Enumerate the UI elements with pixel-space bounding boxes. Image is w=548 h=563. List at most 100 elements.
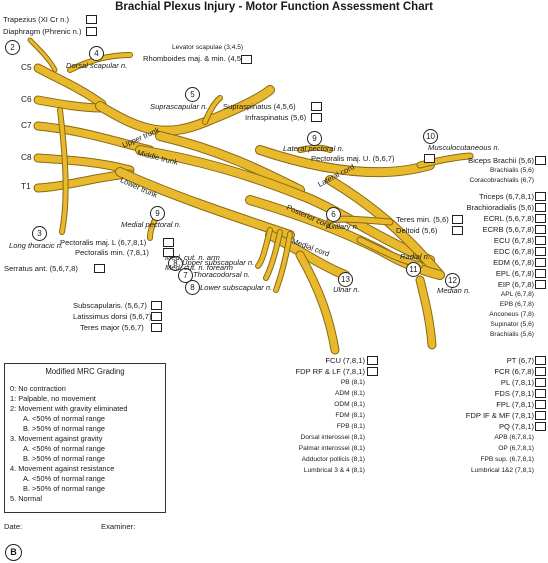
fpb-sup-label: FPB sup. (6,7,8,1) [480, 456, 534, 463]
circle-8-upper: 8 [168, 256, 183, 271]
op-label: OP (6,7,8,1) [498, 445, 534, 452]
coracobrachialis-label: Coracobrachialis (6,7) [469, 177, 535, 184]
circle-5: 5 [185, 87, 200, 102]
pl-checkbox[interactable] [535, 378, 546, 387]
mrc-heading: Modified MRC Grading [45, 367, 125, 376]
eip-checkbox[interactable] [535, 280, 546, 289]
fpl-checkbox[interactable] [535, 400, 546, 409]
medial-pectoral-label: Medial pectoral n. [121, 220, 181, 229]
edc-checkbox[interactable] [535, 247, 546, 256]
examiner-field[interactable]: Examiner: [101, 522, 136, 531]
fdp-if-mf-label: FDP IF & MF (7,8,1) [465, 411, 534, 420]
axillary-label: Axillary n. [326, 222, 359, 231]
pq-label: PQ (7,8,1) [498, 422, 534, 431]
circle-11: 11 [406, 262, 421, 277]
fcr-label: FCR (6,7,8) [494, 367, 534, 376]
mrc-grading-box: Modified MRC Grading 0: No contraction 1… [4, 363, 166, 513]
biceps-label: Biceps Brachii (5,6) [468, 156, 534, 165]
latissimus-checkbox[interactable] [151, 312, 162, 321]
supraspinatus-checkbox[interactable] [311, 102, 322, 111]
brachialis2-label: Brachialis (5,6) [490, 331, 534, 338]
adm-label: ADM (8,1) [334, 390, 365, 397]
upper-trunk-down-nerve [156, 132, 304, 194]
pt-checkbox[interactable] [535, 356, 546, 365]
suprascapular-label: Suprascapular n. [150, 102, 208, 111]
levator-label: Levator scapulae (3,4,5) [172, 44, 244, 51]
teres-min-checkbox[interactable] [452, 215, 463, 224]
median-label: Median n. [437, 286, 471, 295]
deltoid-checkbox[interactable] [452, 226, 463, 235]
edm-label: EDM (6,7,8) [493, 258, 534, 267]
fdp-rf-lf-checkbox[interactable] [367, 367, 378, 376]
apl-label: APL (6,7,8) [500, 291, 534, 298]
circle-3: 3 [32, 226, 47, 241]
date-field[interactable]: Date: [4, 522, 23, 531]
thoracodorsal-label: Thoracodorsal n. [193, 270, 250, 279]
triceps-label: Triceps (6,7,8,1) [478, 192, 534, 201]
ecu-checkbox[interactable] [535, 236, 546, 245]
pect-min-checkbox[interactable] [163, 248, 174, 257]
epl-label: EPL (6,7,8) [495, 269, 534, 278]
root-c5: C5 [21, 62, 32, 72]
root-c7: C7 [21, 120, 32, 130]
apb-label: APB (6,7,8,1) [494, 434, 534, 441]
med-cut-forearm-label: Med. cut. n. forearm [165, 263, 233, 272]
eip-label: EIP (6,7,8) [497, 280, 534, 289]
med-cut-arm-label: Med. cut. n. arm [165, 253, 220, 262]
ulnar-nerve [296, 251, 339, 354]
circle-10: 10 [423, 129, 438, 144]
fdp-rf-lf-label: FDP RF & LF (7,8,1) [295, 367, 366, 376]
mrc-line: 4. Movement against resistance [10, 464, 115, 473]
root-c8: C8 [21, 152, 32, 162]
edc-label: EDC (6,7,8) [493, 247, 534, 256]
fcr-checkbox[interactable] [535, 367, 546, 376]
lateral-to-median-nerve [326, 176, 444, 279]
circle-2: 2 [5, 40, 20, 55]
circle-13: 13 [338, 272, 353, 287]
ecrl-checkbox[interactable] [535, 214, 546, 223]
brachioradialis-checkbox[interactable] [535, 203, 546, 212]
mrc-line: 1: Palpable, no movement [10, 394, 96, 403]
pect-min-label: Pectoralis min. (7,8,1) [75, 248, 149, 257]
lower-subscapular-label: Lower subscapular n. [200, 283, 273, 292]
biceps-checkbox[interactable] [535, 156, 546, 165]
pect-maj-u-checkbox[interactable] [424, 154, 435, 163]
ecrb-checkbox[interactable] [535, 225, 546, 234]
epl-checkbox[interactable] [535, 269, 546, 278]
circle-8-lower: 8 [185, 280, 200, 295]
lateral-pectoral-label: Lateral pectoral n. [283, 144, 344, 153]
serratus-checkbox[interactable] [94, 264, 105, 273]
ecrl-label: ECRL (5,6,7,8) [483, 214, 534, 223]
fpl-label: FPL (7,8,1) [496, 400, 534, 409]
serratus-label: Serratus ant. (5,6,7,8) [4, 264, 78, 273]
infraspinatus-checkbox[interactable] [311, 113, 322, 122]
middle-trunk-nerve [136, 146, 434, 264]
subscapular-3-nerve [274, 232, 292, 292]
odm-label: ODM (8,1) [334, 401, 365, 408]
edm-checkbox[interactable] [535, 258, 546, 267]
trapezius-checkbox[interactable] [86, 15, 97, 24]
subscapularis-checkbox[interactable] [151, 301, 162, 310]
pect-maj-l-checkbox[interactable] [163, 238, 174, 247]
teres-major-checkbox[interactable] [151, 323, 162, 332]
subscapular-2-nerve [264, 230, 282, 280]
ecrb-label: ECRB (5,6,7,8) [482, 225, 535, 234]
brachioradialis-label: Brachioradialis (5,6) [466, 203, 534, 212]
fdp-if-mf-checkbox[interactable] [535, 411, 546, 420]
epb-label: EPB (6,7,8) [499, 301, 534, 308]
dorsal-scapular-label: Dorsal scapular n. [66, 61, 128, 70]
fcu-checkbox[interactable] [367, 356, 378, 365]
dorsal-interossei-label: Dorsal interossei (8,1) [300, 434, 366, 441]
subscapular-1-nerve [256, 228, 272, 268]
upper-subscapular-label: Upper subscapular n. [182, 258, 255, 267]
diaphragm-checkbox[interactable] [86, 27, 97, 36]
circle-9-medial: 9 [150, 206, 165, 221]
mrc-line: 3. Movement against gravity [10, 434, 103, 443]
rhomboides-checkbox[interactable] [241, 55, 252, 64]
root-c6: C6 [21, 94, 32, 104]
mrc-line: A. <50% of normal range [23, 444, 105, 453]
lumbrical-12-label: Lumbrical 1&2 (7,8,1) [470, 467, 534, 474]
fds-checkbox[interactable] [535, 389, 546, 398]
pq-checkbox[interactable] [535, 422, 546, 431]
triceps-checkbox[interactable] [535, 192, 546, 201]
